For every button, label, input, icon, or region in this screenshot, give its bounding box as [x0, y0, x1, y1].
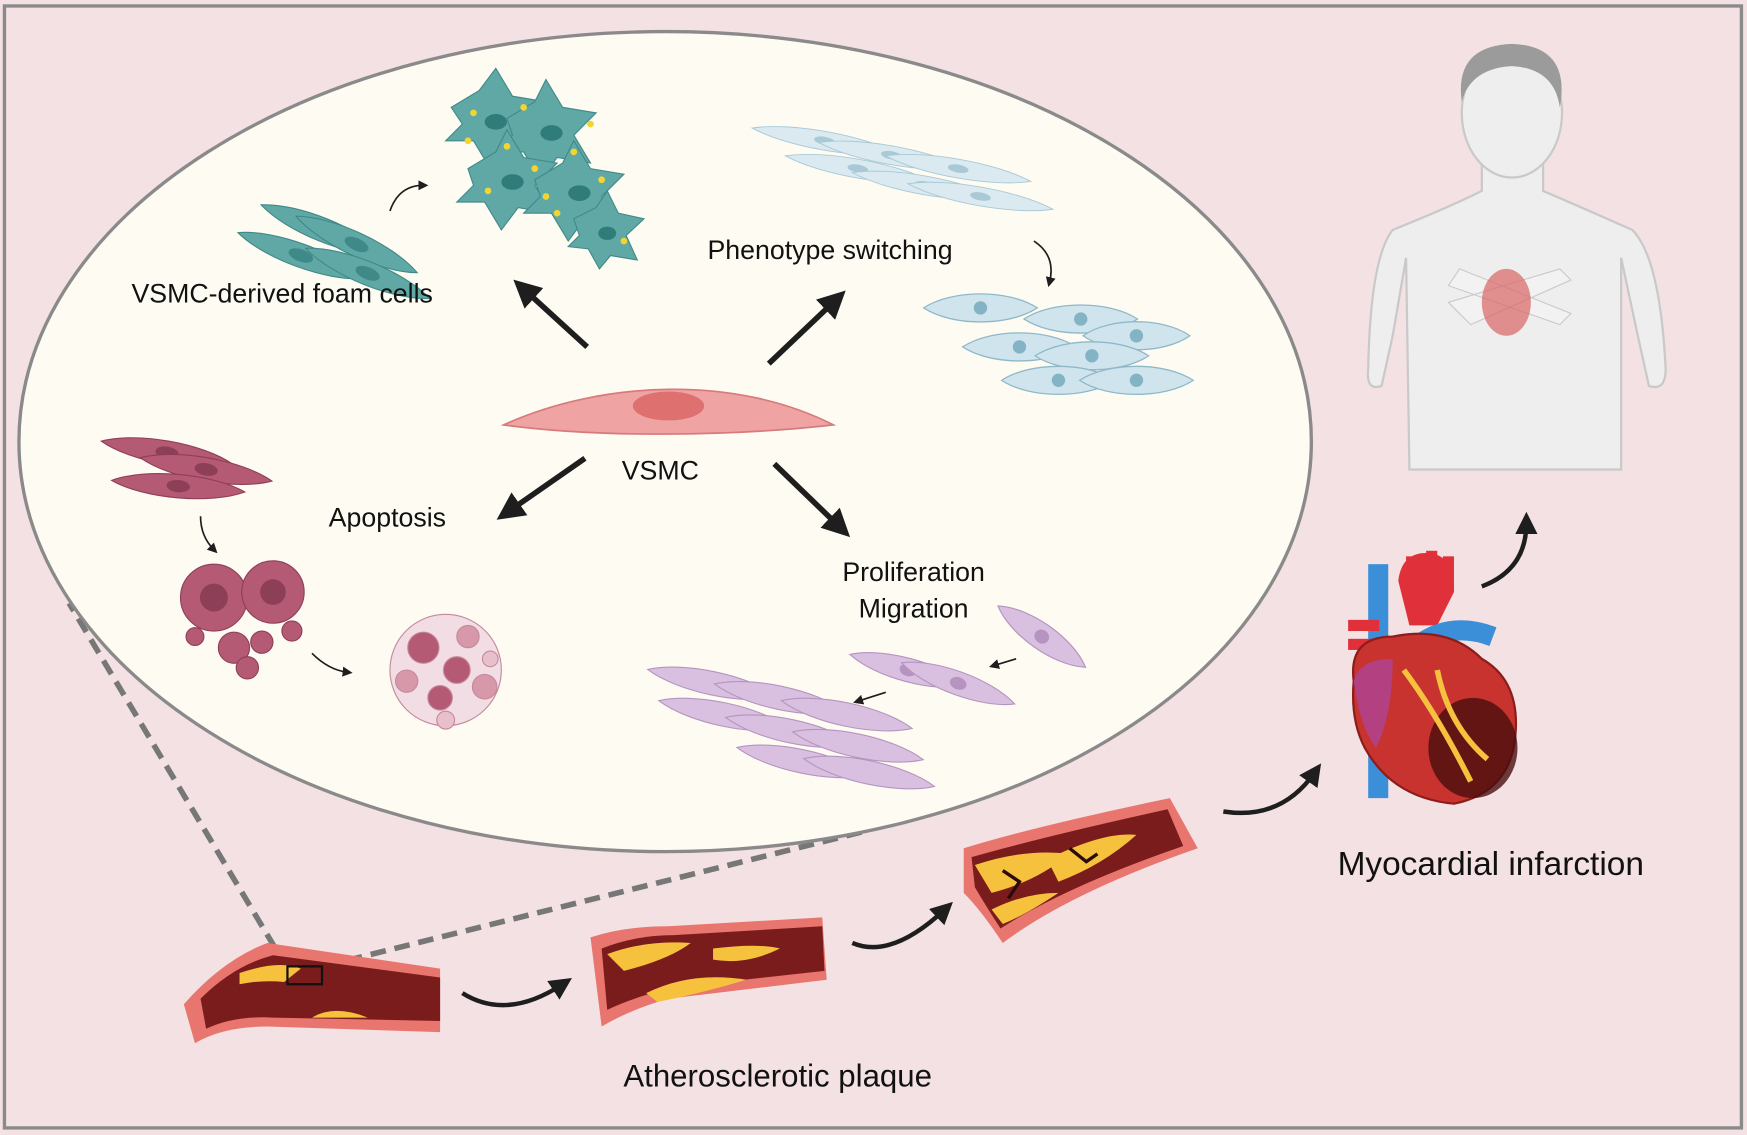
vsmc-cell — [500, 388, 837, 435]
label-atherosclerotic-plaque: Atherosclerotic plaque — [623, 1059, 932, 1094]
arrow-to-phenotype-switching — [766, 290, 846, 366]
coronary-vessels — [1401, 668, 1490, 783]
patient-heart — [1481, 268, 1531, 336]
thrombus — [1001, 846, 1099, 900]
heart-illustration — [1348, 550, 1518, 805]
zoom-line-left — [66, 601, 290, 971]
contractile-vsmc-cluster — [233, 193, 435, 310]
arrow-to-apoptosis — [496, 456, 587, 520]
arrow-to-heart — [1223, 763, 1322, 816]
label-phenotype-switching: Phenotype switching — [707, 235, 952, 265]
label-proliferation: Proliferation — [842, 557, 985, 587]
hair — [1460, 43, 1562, 108]
artery-early-plaque — [183, 942, 441, 1044]
label-vsmc: VSMC — [622, 455, 699, 485]
patient-figure — [1366, 43, 1667, 471]
small-arrow-foam — [389, 180, 429, 212]
zoom-ellipse — [17, 29, 1314, 854]
label-foam-cells: VSMC-derived foam cells — [131, 278, 432, 308]
zoom-line-right — [322, 828, 865, 970]
migrating-cells — [846, 594, 1094, 716]
vsmc-nucleus — [632, 391, 705, 421]
spindle-cell-layer — [749, 118, 1056, 220]
arrow-plaque-progression-1 — [461, 978, 572, 1008]
apoptotic-bodies — [389, 613, 502, 730]
label-apoptosis: Apoptosis — [329, 502, 446, 532]
label-myocardial-infarction: Myocardial infarction — [1338, 846, 1644, 883]
small-arrow-phenotype — [1033, 240, 1056, 288]
arrow-to-foam-cells — [513, 279, 590, 349]
zoom-region-box — [286, 965, 324, 986]
synthetic-cell-layer — [922, 293, 1194, 396]
arrow-to-proliferation — [772, 461, 851, 538]
apoptotic-blebbing-cells — [179, 560, 305, 680]
label-migration: Migration — [859, 594, 969, 624]
small-arrow-apoptosis-1 — [199, 516, 218, 554]
artery-intermediate-plaque — [590, 917, 827, 1027]
small-arrow-migration-2 — [853, 691, 887, 705]
artery-ruptured-plaque — [963, 798, 1198, 943]
apoptosis-healthy-cells — [98, 429, 275, 505]
arrow-to-patient — [1481, 511, 1538, 589]
small-arrow-migration-1 — [989, 658, 1017, 669]
foam-cell-cluster — [444, 67, 646, 270]
arrow-plaque-progression-2 — [851, 901, 953, 950]
small-arrow-apoptosis-2 — [311, 652, 353, 677]
